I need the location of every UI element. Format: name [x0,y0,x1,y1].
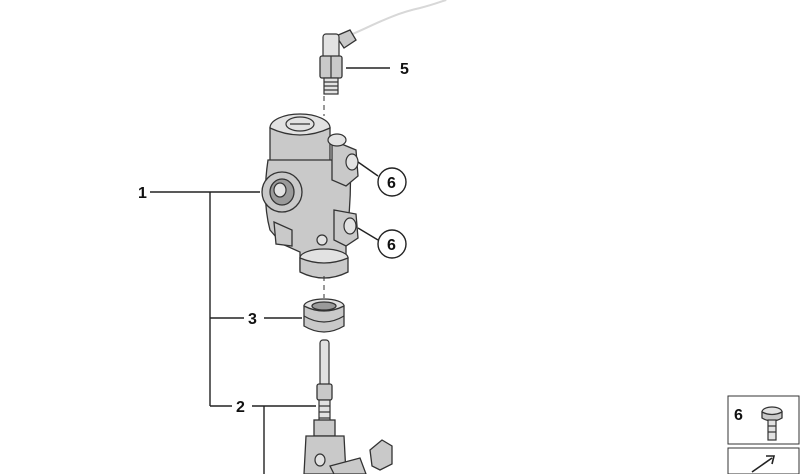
callout-6-bottom-circle [377,229,407,259]
seal-ring [303,298,345,333]
leader-lines [150,67,390,474]
callout-6-top-circle [377,167,407,197]
push-rod [303,339,347,474]
callout-6-top: 6 [387,175,396,192]
sensor-cable [335,0,447,49]
legend-label: 6 [734,407,743,424]
callout-6-bottom: 6 [387,237,396,254]
clevis-fragment [329,439,393,474]
master-cylinder-housing [261,113,359,279]
callout-3: 3 [248,311,257,328]
screw-legend: 6 [727,395,800,474]
sensor-screw [319,33,343,95]
screw-icon [761,406,783,441]
callout-1: 1 [138,185,147,202]
callout-5: 5 [400,61,409,78]
callout-2: 2 [236,399,245,416]
arrow-icon [751,455,776,473]
